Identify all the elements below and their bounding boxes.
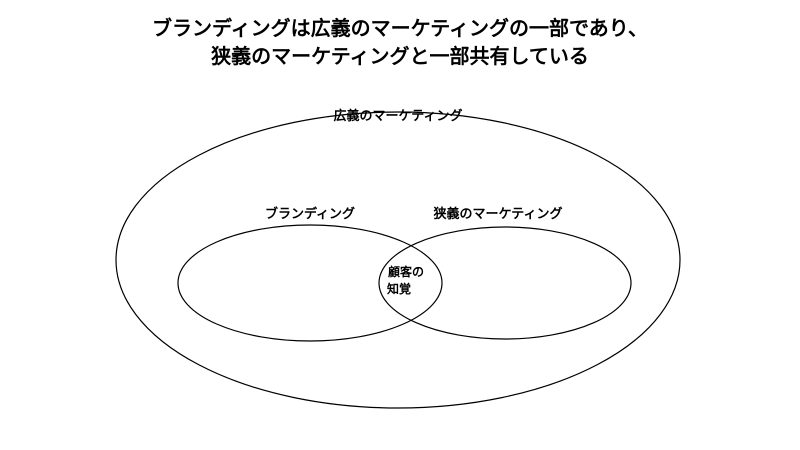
title-line-2: 狭義のマーケティングと一部共有している bbox=[211, 44, 589, 68]
title-line-1: ブランディングは広義のマーケティングの一部であり、 bbox=[152, 16, 648, 40]
outer-ellipse-broad-marketing bbox=[115, 111, 681, 409]
right-label: 狭義のマーケティング bbox=[433, 206, 563, 222]
right-ellipse-narrow-marketing bbox=[378, 226, 632, 340]
left-label: ブランディング bbox=[265, 206, 355, 222]
outer-label: 広義のマーケティング bbox=[334, 108, 463, 124]
overlap-label-line-2: 知覚 bbox=[386, 281, 411, 296]
overlap-label-line-1: 顧客の bbox=[388, 264, 424, 279]
diagram-title: ブランディングは広義のマーケティングの一部であり、 狭義のマーケティングと一部共… bbox=[0, 14, 800, 70]
left-ellipse-branding bbox=[177, 224, 443, 342]
